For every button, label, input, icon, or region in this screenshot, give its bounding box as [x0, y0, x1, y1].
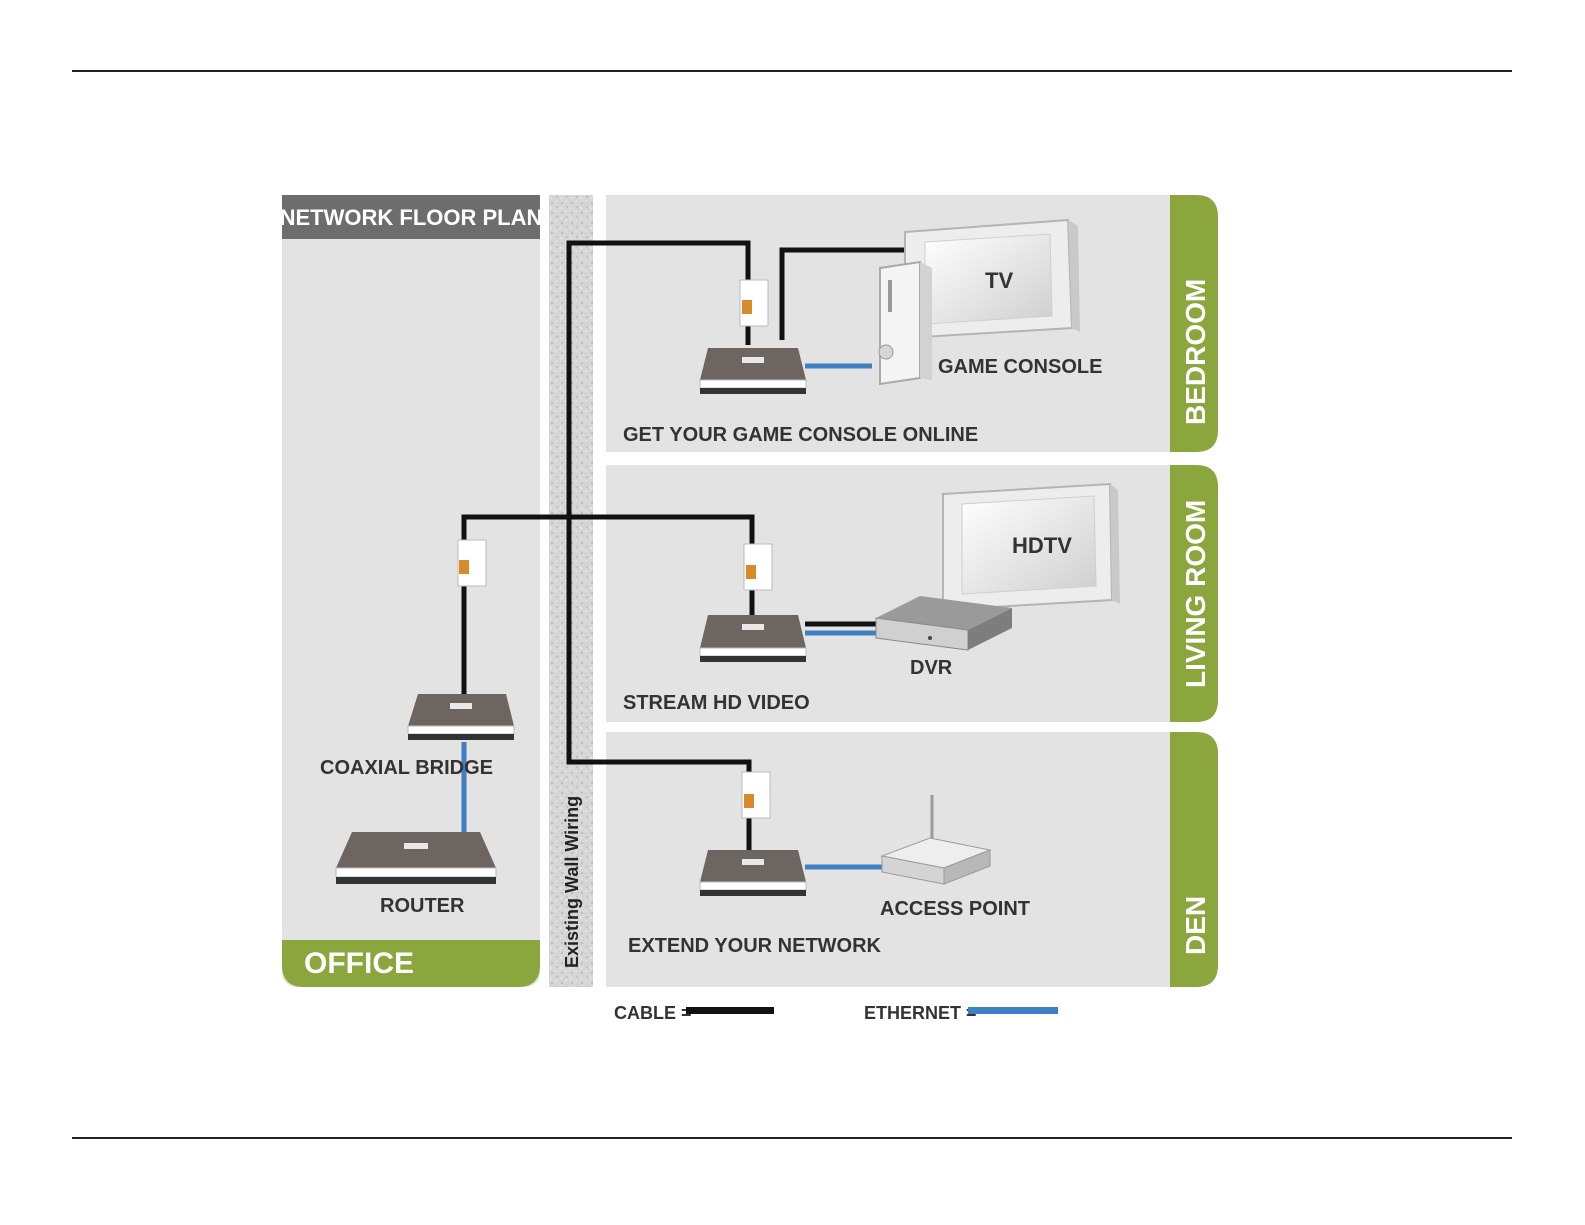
room-label-living-room: LIVING ROOM	[1180, 500, 1211, 688]
coaxial-bridge-device	[408, 694, 514, 740]
living-room-adapter-device	[700, 615, 806, 662]
bedroom-adapter-device	[700, 348, 806, 394]
wall-outlet-office	[458, 540, 486, 586]
wall-outlet-living-room	[744, 544, 772, 590]
label-game-console: GAME CONSOLE	[938, 356, 1102, 378]
room-label-office: OFFICE	[304, 947, 414, 980]
caption-den: EXTEND YOUR NETWORK	[628, 935, 882, 957]
living-room: LIVING ROOM STREAM HD VIDEO	[606, 465, 1218, 722]
router-device	[336, 832, 496, 884]
label-coaxial-bridge: COAXIAL BRIDGE	[320, 757, 493, 779]
den-adapter-device	[700, 850, 806, 896]
diagram-title: NETWORK FLOOR PLAN	[280, 205, 543, 230]
label-router: ROUTER	[380, 895, 465, 917]
caption-bedroom: GET YOUR GAME CONSOLE ONLINE	[623, 424, 978, 446]
game-console-device	[879, 262, 932, 384]
caption-living-room: STREAM HD VIDEO	[623, 692, 810, 714]
room-label-bedroom: BEDROOM	[1180, 279, 1211, 425]
legend-cable-swatch	[686, 1007, 774, 1014]
wall-outlet-den	[742, 772, 770, 818]
room-label-den: DEN	[1180, 896, 1211, 955]
label-dvr: DVR	[910, 657, 953, 679]
wall-outlet-bedroom	[740, 280, 768, 326]
legend-ethernet-swatch	[968, 1007, 1058, 1014]
legend-ethernet-label: ETHERNET =	[864, 1003, 977, 1023]
wall-label: Existing Wall Wiring	[562, 796, 582, 968]
legend: CABLE = ETHERNET =	[614, 1003, 1058, 1023]
label-access-point: ACCESS POINT	[880, 898, 1030, 920]
label-tv: TV	[985, 268, 1013, 293]
label-hdtv: HDTV	[1012, 533, 1072, 558]
legend-cable-label: CABLE =	[614, 1003, 692, 1023]
